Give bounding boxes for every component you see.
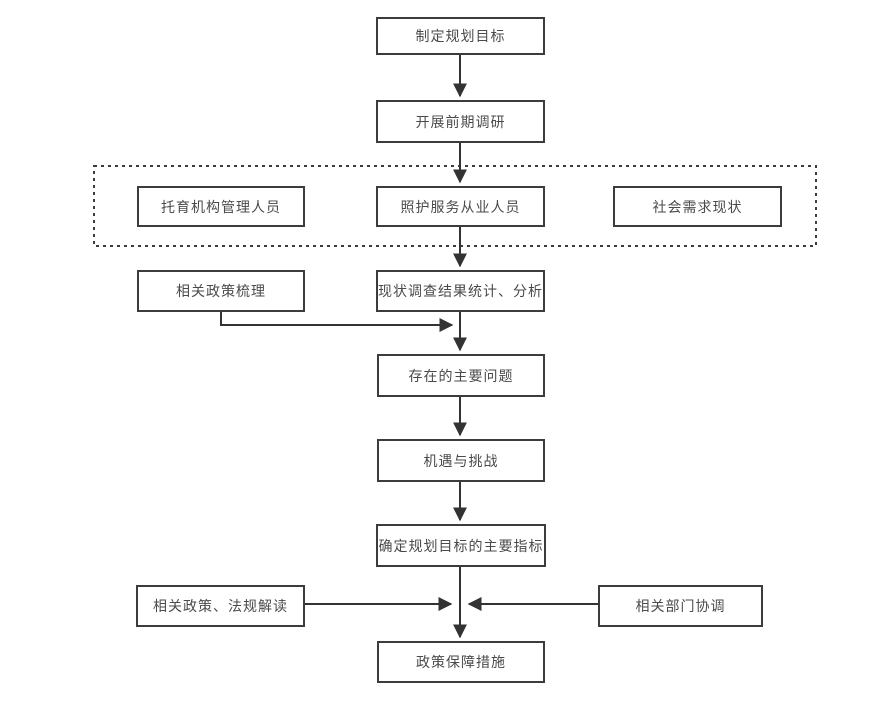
node-social-demand-status: 社会需求现状: [613, 186, 782, 227]
node-set-planning-goals: 制定规划目标: [376, 17, 545, 55]
node-survey-statistics-analysis: 现状调查结果统计、分析: [376, 270, 545, 312]
node-care-practitioners: 照护服务从业人员: [376, 186, 545, 227]
node-policy-review: 相关政策梳理: [137, 270, 305, 312]
node-main-problems: 存在的主要问题: [377, 354, 545, 397]
connector-policy-review-join: [220, 312, 454, 332]
node-preliminary-research: 开展前期调研: [376, 100, 545, 143]
node-policy-safeguard-measures: 政策保障措施: [377, 641, 545, 683]
node-opportunities-challenges: 机遇与挑战: [377, 439, 545, 482]
node-department-coordination: 相关部门协调: [598, 585, 763, 627]
node-key-indicators: 确定规划目标的主要指标: [376, 524, 546, 567]
node-policy-regulation-interpretation: 相关政策、法规解读: [136, 585, 305, 627]
node-childcare-managers: 托育机构管理人员: [137, 186, 305, 227]
survey-group-dashed-border: [93, 165, 817, 247]
